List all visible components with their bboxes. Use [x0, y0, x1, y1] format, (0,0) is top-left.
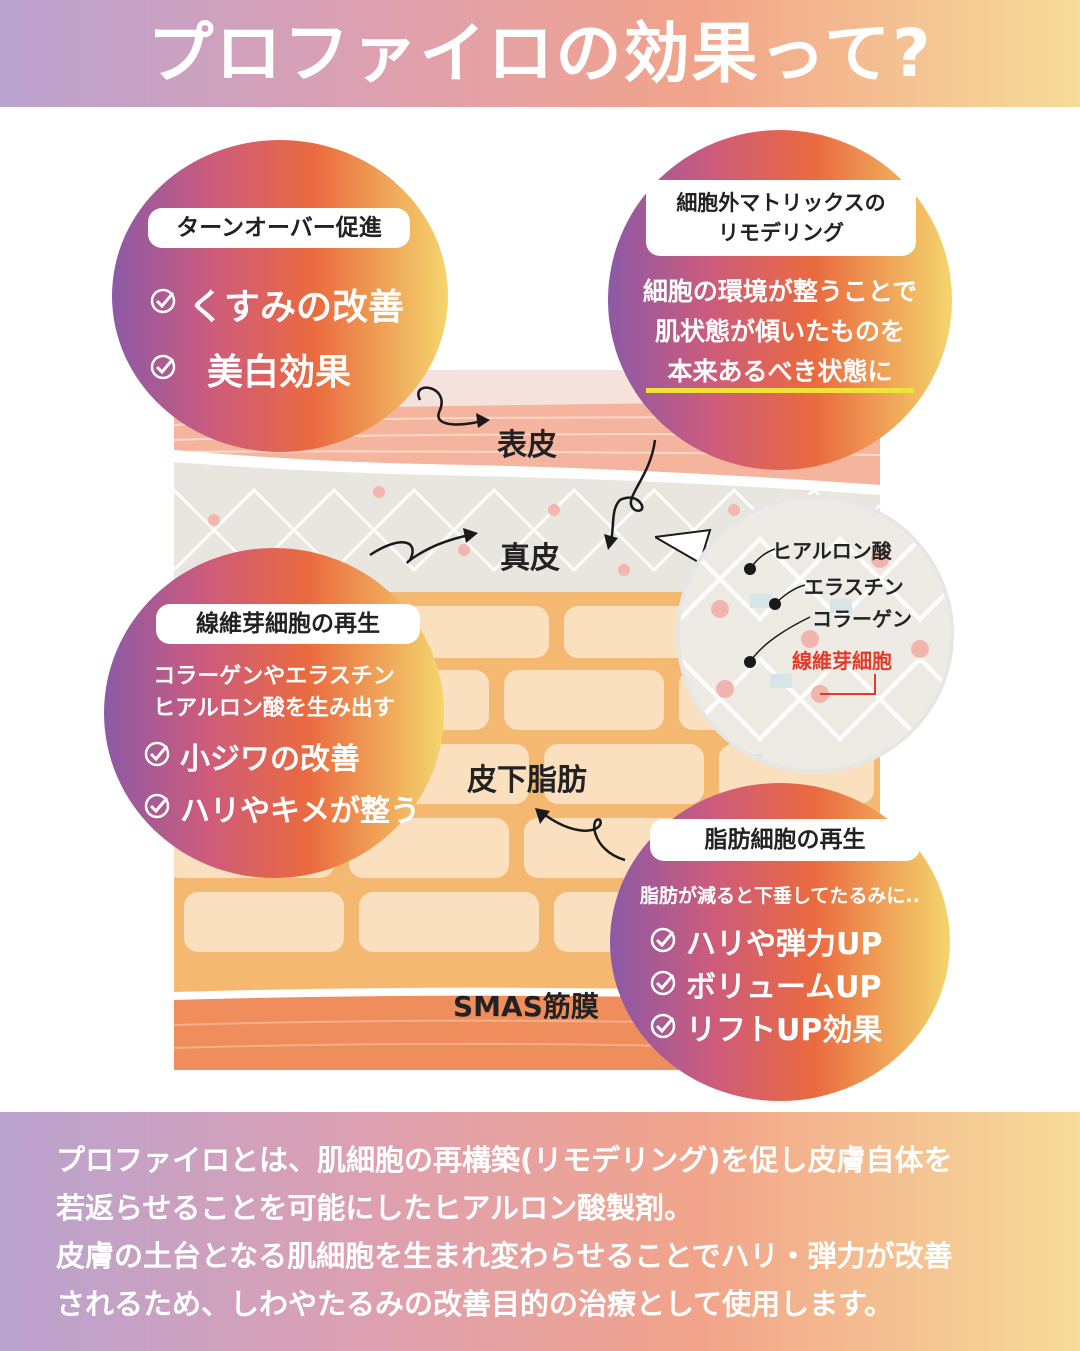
- check-icon: [650, 927, 676, 953]
- bubble-ecm-tag: 細胞外マトリックスの リモデリング: [646, 180, 916, 256]
- page-title: プロファイロの効果って?: [147, 15, 933, 92]
- check-icon: [150, 354, 176, 380]
- check-icon: [650, 1013, 676, 1039]
- bubble-fat-item-2: ボリュームUP: [686, 970, 882, 1005]
- bubble-fibroblast-line-1: コラーゲンやエラスチン: [153, 664, 395, 689]
- zoom-label-fibroblast: 線維芽細胞: [792, 649, 892, 673]
- header-banner: プロファイロの効果って?: [0, 0, 1080, 107]
- zoom-callout-tail: [655, 528, 712, 565]
- arrow-head: [463, 528, 478, 543]
- bubble-turnover-item-2: 美白効果: [207, 352, 352, 393]
- arrow-head: [476, 413, 490, 428]
- bubble-ecm-line-1: 細胞の環境が整うことで: [642, 277, 918, 306]
- check-icon: [144, 793, 170, 819]
- bubble-ecm-tag-line-1: 細胞外マトリックスの: [676, 191, 886, 215]
- check-icon: [150, 288, 176, 314]
- footer-line-2: 若返らせることを可能にしたヒアルロン酸製剤。: [56, 1191, 694, 1225]
- bubble-ecm: 細胞外マトリックスの リモデリング 細胞の環境が整うことで 肌状態が傾いたものを…: [608, 130, 952, 470]
- bubble-fibroblast-item-1: 小ジワの改善: [180, 742, 360, 777]
- zoom-label-elastin: エラスチン: [804, 575, 904, 599]
- bubble-fibroblast-item-2: ハリやキメが整う: [180, 794, 420, 829]
- bubble-ecm-tag-line-2: リモデリング: [718, 221, 844, 245]
- bubble-fat-item-3: リフトUP効果: [686, 1013, 883, 1048]
- check-icon: [144, 741, 170, 767]
- footer-description: プロファイロとは、肌細胞の再構築(リモデリング)を促し皮膚自体を 若返らせること…: [0, 1112, 1080, 1351]
- highlight-underline: [646, 388, 914, 393]
- zoom-label-collagen: コラーゲン: [812, 607, 912, 631]
- bubble-ecm-line-2: 肌状態が傾いたものを: [654, 317, 905, 346]
- bubble-ecm-line-3: 本来あるべき状態に: [667, 357, 893, 386]
- footer-line-4: されるため、しわやたるみの改善目的の治療として使用します。: [56, 1287, 894, 1321]
- bubble-fat-note: 脂肪が減ると下垂してたるみに..: [640, 885, 920, 907]
- bubble-fibroblast: 線維芽細胞の再生 コラーゲンやエラスチン ヒアルロン酸を生み出す 小ジワの改善 …: [104, 548, 444, 878]
- zoom-detail-circle: ヒアルロン酸 エラスチン コラーゲン 線維芽細胞: [676, 495, 954, 773]
- label-smas: SMAS筋膜: [453, 990, 599, 1023]
- arrow-head: [604, 534, 618, 550]
- footer-line-1: プロファイロとは、肌細胞の再構築(リモデリング)を促し皮膚自体を: [56, 1143, 953, 1177]
- bubble-turnover: ターンオーバー促進 くすみの改善 美白効果: [112, 140, 448, 452]
- label-subcutaneous-fat: 皮下脂肪: [467, 763, 587, 798]
- footer-line-3: 皮膚の土台となる肌細胞を生まれ変わらせることでハリ・弾力が改善: [56, 1239, 953, 1273]
- check-icon: [650, 970, 676, 996]
- zoom-label-hyaluronic: ヒアルロン酸: [772, 539, 892, 563]
- label-dermis: 真皮: [500, 541, 560, 576]
- arrow-head: [535, 808, 550, 824]
- bubble-turnover-item-1: くすみの改善: [188, 287, 405, 328]
- bubble-fat: 脂肪細胞の再生 脂肪が減ると下垂してたるみに.. ハリや弾力UP ボリュームUP…: [610, 783, 950, 1101]
- bubble-fat-item-1: ハリや弾力UP: [686, 927, 883, 962]
- bubble-fibroblast-tag: 線維芽細胞の再生: [156, 604, 420, 644]
- bubble-fat-tag: 脂肪細胞の再生: [650, 819, 920, 861]
- label-epidermis: 表皮: [497, 428, 557, 463]
- zoom-detail-illustration: [680, 499, 950, 769]
- bubble-fibroblast-line-2: ヒアルロン酸を生み出す: [153, 696, 395, 721]
- bubble-turnover-tag: ターンオーバー促進: [148, 208, 410, 248]
